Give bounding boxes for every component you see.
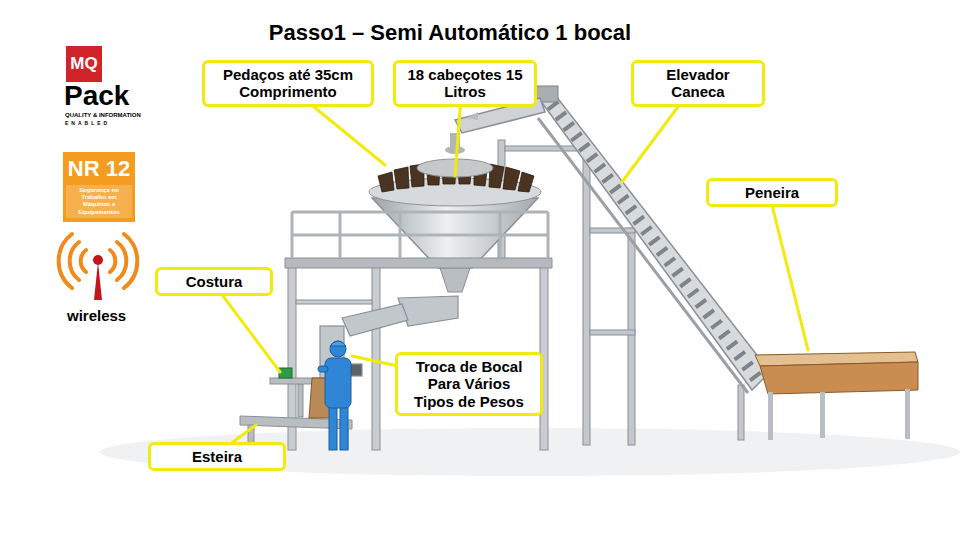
platform-railing (292, 212, 548, 258)
operator-figure (330, 341, 346, 357)
sieve (755, 352, 918, 440)
sieve (760, 362, 918, 394)
wireless-icon (70, 242, 79, 280)
callout-box: 18 cabeçotes 15 Litros (393, 60, 537, 107)
multihead-weigher (503, 167, 520, 190)
platform-railing (291, 212, 294, 258)
platform-railing (292, 234, 548, 237)
operator-figure (325, 358, 351, 408)
multihead-weigher (378, 172, 394, 192)
multihead-weigher (440, 268, 470, 292)
platform-railing (339, 212, 342, 258)
nr12-badge: NR 12 Segurança no Trabalho em Máquinas e… (63, 152, 135, 222)
callout-text: Costura (166, 273, 262, 290)
antenna-mast (94, 262, 102, 300)
antenna-mast (93, 255, 103, 300)
callout-text: Esteira (159, 448, 275, 465)
diagram-title: Passo1 – Semi Automático 1 bocal (200, 20, 700, 46)
callout-box: Troca de Bocal Para Vários Tipos de Peso… (395, 352, 543, 416)
wireless-icon (81, 250, 86, 272)
operator-figure (340, 404, 348, 450)
callout-text: Elevador Caneca (642, 66, 754, 101)
operator-figure (329, 404, 337, 450)
bucket-elevator (538, 118, 748, 393)
logo-tagline: QUALITY & INFORMATION (65, 112, 141, 119)
elevator-frame (628, 228, 635, 445)
leader-lines (769, 193, 808, 350)
platform-railing (292, 211, 548, 214)
sieve (820, 392, 825, 438)
icon-label: wireless (67, 307, 126, 325)
platform-railing (547, 212, 550, 258)
antenna-mast (93, 255, 103, 265)
elevator-frame (583, 148, 590, 445)
sieve (768, 392, 773, 440)
callout-text: Peneira (717, 184, 827, 201)
floor-shadow (100, 428, 960, 476)
bag-conveyor (298, 384, 303, 417)
callout-box: Esteira (148, 442, 286, 471)
multihead-weigher (518, 172, 534, 192)
wireless-icon (110, 250, 115, 272)
callout-text: 18 cabeçotes 15 Litros (404, 66, 526, 101)
callout-text: Troca de Bocal Para Vários Tipos de Peso… (406, 358, 532, 410)
callout-box: Elevador Caneca (631, 60, 765, 107)
logo-text: Pack (64, 82, 129, 110)
logo-tagline: ENABLED (65, 120, 110, 126)
elevator-frame (738, 385, 744, 440)
platform-legs (372, 265, 380, 450)
logo-box: MQ (66, 46, 102, 82)
multihead-weigher (394, 167, 409, 189)
callout-box: Costura (155, 267, 273, 296)
bagging-chute (342, 304, 408, 336)
elevator-frame (590, 330, 635, 335)
wireless-icon (124, 234, 137, 288)
platform-legs (296, 300, 372, 304)
callout-text: Pedaços até 35cm Comprimento (213, 66, 363, 101)
badge-text: NR 12 (66, 156, 132, 182)
operator-figure (330, 341, 346, 346)
operator-figure (318, 341, 351, 450)
callout-box: Pedaços até 35cm Comprimento (202, 60, 374, 107)
sieve (905, 389, 910, 439)
wireless-icon (117, 242, 126, 280)
badge-text: MQ (66, 46, 102, 82)
wireless-icon (59, 234, 72, 288)
elevator-frame (590, 228, 635, 233)
platform-railing (285, 258, 552, 268)
bucket-elevator (455, 86, 770, 393)
bucket-elevator (466, 112, 478, 120)
platform-railing (285, 212, 552, 268)
bagging-chute (398, 296, 458, 326)
platform-railing (499, 212, 502, 258)
bucket-elevator (552, 104, 758, 380)
badge-text: Segurança no Trabalho em Máquinas e Equi… (66, 185, 132, 218)
platform-railing (399, 212, 402, 258)
callout-box: Peneira (706, 178, 838, 207)
operator-figure (318, 366, 328, 372)
leader-lines (211, 84, 808, 456)
